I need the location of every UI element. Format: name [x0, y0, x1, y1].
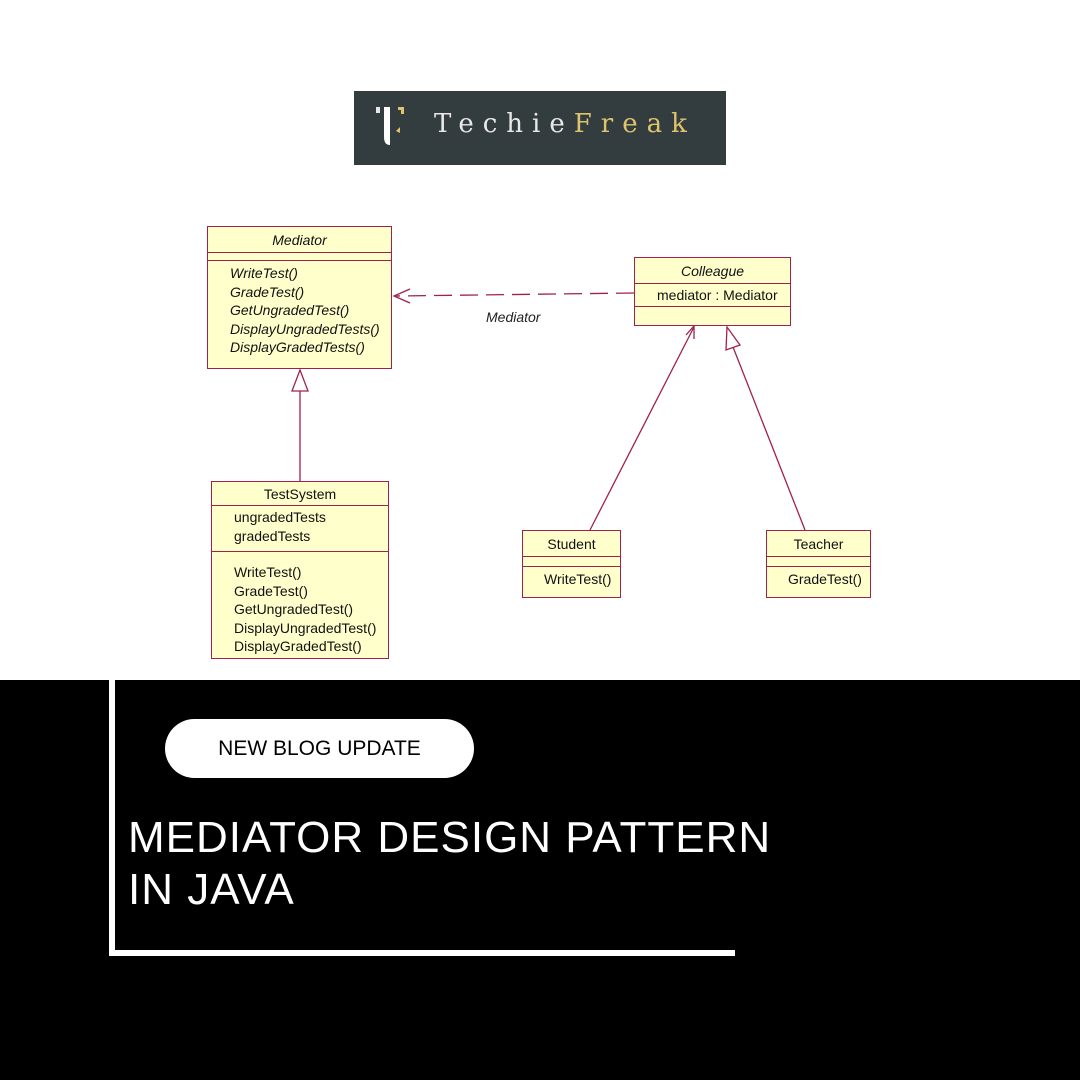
attributes-section	[208, 253, 391, 261]
attribute: mediator : Mediator	[635, 284, 790, 307]
method: GetUngradedTest()	[234, 601, 354, 617]
method: DisplayUngradedTest()	[234, 619, 377, 636]
association-label: Mediator	[486, 309, 542, 325]
methods-section: WriteTest() GradeTest() GetUngradedTest(…	[212, 552, 388, 656]
method: DisplayGradedTests()	[230, 339, 365, 355]
logo-text-techie: Techie	[434, 109, 574, 139]
uml-connectors: Mediator	[291, 288, 806, 531]
attribute: ungradedTests	[234, 509, 326, 525]
attribute: gradedTests	[234, 527, 311, 544]
blog-title: MEDIATOR DESIGN PATTERN IN JAVA	[128, 812, 771, 916]
attributes-section: ungradedTests gradedTests	[212, 506, 388, 552]
dependency-line	[395, 292, 635, 297]
method: DisplayGradedTest()	[234, 638, 362, 654]
frame-horizontal-line	[109, 950, 735, 956]
logo-mark-icon	[376, 107, 404, 145]
methods-section	[635, 307, 790, 325]
method: DisplayUngradedTests()	[230, 320, 380, 337]
student-arrowhead-icon	[685, 324, 695, 339]
method: GradeTest()	[230, 283, 305, 300]
method: WriteTest()	[544, 571, 612, 587]
blog-title-line1: MEDIATOR DESIGN PATTERN	[128, 813, 772, 862]
method: GradeTest()	[234, 582, 308, 599]
techiefreak-logo: TechieFreak	[354, 91, 726, 165]
teacher-inheritance-line	[732, 346, 806, 531]
frame-vertical-line	[109, 680, 115, 956]
method: GetUngradedTest()	[230, 302, 350, 318]
logo-text-freak: Freak	[573, 109, 696, 139]
inheritance-triangle-icon	[291, 368, 309, 392]
method: WriteTest()	[230, 265, 298, 281]
dependency-arrowhead-icon	[392, 288, 411, 304]
uml-class-colleague: Colleague mediator : Mediator	[634, 257, 791, 326]
logo-text: TechieFreak	[434, 109, 696, 139]
class-name: Teacher	[767, 531, 870, 557]
blog-title-line2: IN JAVA	[128, 865, 295, 914]
class-name: TestSystem	[212, 482, 388, 506]
uml-class-teacher: Teacher GradeTest()	[766, 530, 871, 598]
new-blog-update-badge: NEW BLOG UPDATE	[165, 719, 474, 778]
teacher-inheritance-triangle-icon	[725, 325, 742, 351]
method: WriteTest()	[234, 564, 302, 580]
methods-section: WriteTest() GradeTest() GetUngradedTest(…	[208, 261, 391, 357]
uml-class-mediator: Mediator WriteTest() GradeTest() GetUngr…	[207, 226, 392, 369]
class-name: Student	[523, 531, 620, 557]
attributes-section	[767, 557, 870, 567]
class-name: Colleague	[635, 258, 790, 284]
uml-class-student: Student WriteTest()	[522, 530, 621, 598]
class-name: Mediator	[208, 227, 391, 253]
uml-class-testsystem: TestSystem ungradedTests gradedTests Wri…	[211, 481, 389, 659]
student-association-line	[589, 326, 695, 531]
method: GradeTest()	[788, 571, 862, 587]
attributes-section	[523, 557, 620, 567]
